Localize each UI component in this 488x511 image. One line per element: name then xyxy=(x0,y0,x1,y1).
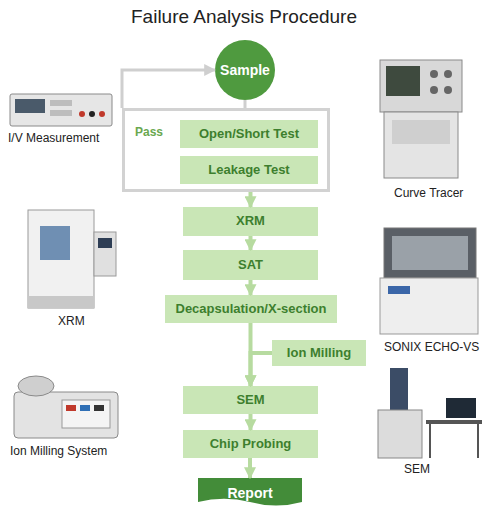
tracer-panel xyxy=(392,120,450,144)
xrm-panel xyxy=(94,232,116,276)
sem-column xyxy=(390,368,408,414)
flow-connector xyxy=(244,100,247,108)
sem-monitor xyxy=(446,398,476,418)
equipment-label: SEM xyxy=(404,462,430,476)
instrument-body xyxy=(10,94,112,126)
sem-chamber xyxy=(378,410,422,458)
flow-connector xyxy=(248,458,252,478)
knob xyxy=(444,70,452,78)
process-box: Open/Short Test xyxy=(180,120,318,148)
terminal xyxy=(89,111,95,117)
process-box: Decapsulation/X-section xyxy=(165,295,337,323)
node-text: Pass xyxy=(135,125,163,139)
flow-connector xyxy=(249,236,253,250)
flow-connector xyxy=(251,353,273,386)
process-box: Chip Probing xyxy=(183,430,318,458)
node-text: Leakage Test xyxy=(208,163,289,177)
flow-connector xyxy=(249,323,253,386)
sem-desk-leg xyxy=(429,424,431,458)
banner-fill xyxy=(198,478,302,506)
equipment-label: SONIX ECHO-VS xyxy=(384,340,479,354)
sat-window xyxy=(392,236,468,270)
tracer-screen xyxy=(386,66,420,96)
sat-base xyxy=(380,278,478,334)
mill-button xyxy=(66,405,76,411)
process-box: SAT xyxy=(183,250,318,280)
mill-body xyxy=(14,392,118,438)
flow-connector xyxy=(249,280,253,295)
node-text: XRM xyxy=(236,214,265,228)
curve-tracer xyxy=(380,60,462,178)
knob xyxy=(430,70,438,78)
diagram-title: Failure Analysis Procedure xyxy=(0,6,488,28)
xrm-cabinet xyxy=(28,210,94,308)
circle-fill xyxy=(215,40,275,100)
equipment-label: XRM xyxy=(58,314,85,328)
node-text: Decapsulation/X-section xyxy=(176,302,327,316)
node-text: Ion Milling xyxy=(287,346,351,360)
node-text: SAT xyxy=(238,258,263,272)
xrm-machine xyxy=(28,210,116,308)
mill-button xyxy=(94,405,104,411)
terminal xyxy=(99,111,105,117)
ion-milling-machine xyxy=(14,376,118,438)
flow-connector xyxy=(249,192,253,207)
mill-button xyxy=(80,405,90,411)
knob xyxy=(444,86,452,94)
iv-instrument xyxy=(10,94,112,126)
sat-machine xyxy=(380,228,478,334)
knob xyxy=(430,86,438,94)
mill-chamber xyxy=(18,376,54,396)
flow-connector xyxy=(122,70,215,108)
equipment-label: Ion Milling System xyxy=(10,444,107,458)
sem-machine xyxy=(378,368,482,458)
sem-desk xyxy=(426,420,482,424)
node-text: Chip Probing xyxy=(210,437,292,451)
instrument-screen xyxy=(15,99,45,113)
xrm-base xyxy=(28,296,94,308)
instrument-keys xyxy=(50,100,72,106)
report-banner: Report xyxy=(198,478,302,508)
terminal xyxy=(79,111,85,117)
equipment-label: I/V Measurement xyxy=(8,131,99,145)
node-text: Open/Short Test xyxy=(199,127,299,141)
process-box: Ion Milling xyxy=(272,340,366,366)
node-text: SEM xyxy=(236,393,264,407)
instrument-keys xyxy=(50,110,72,116)
node-text: Report xyxy=(227,485,272,501)
sem-desk-leg xyxy=(477,424,479,458)
process-box: SEM xyxy=(183,386,318,414)
start-circle: Sample xyxy=(215,40,275,100)
equipment-label: Curve Tracer xyxy=(394,186,463,200)
sat-badge xyxy=(388,286,410,294)
xrm-window xyxy=(40,226,70,260)
flow-connector xyxy=(249,414,253,430)
test-group: Pass Open/Short TestLeakage Test xyxy=(122,108,330,192)
process-box: XRM xyxy=(183,207,318,236)
tracer-head xyxy=(380,60,462,112)
tracer-cabinet xyxy=(384,112,458,178)
node-text: Sample xyxy=(220,62,270,78)
sat-hood xyxy=(384,228,476,278)
process-box: Leakage Test xyxy=(180,156,318,184)
mill-panel xyxy=(62,400,110,428)
xrm-monitor xyxy=(98,238,112,248)
